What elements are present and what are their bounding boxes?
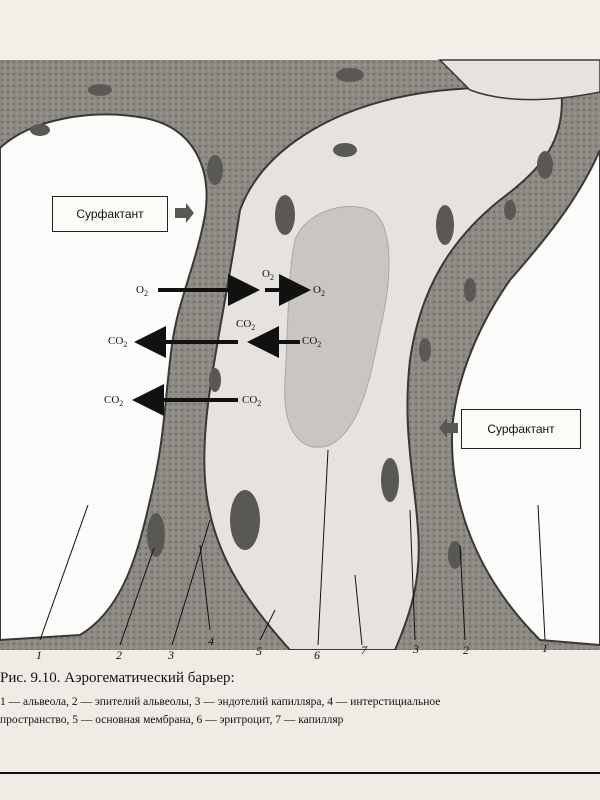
gas-label-o2-left: O2 — [136, 284, 148, 299]
alveolus-right — [450, 149, 600, 647]
gas-label-co2-right-1: CO2 — [302, 335, 322, 350]
label-1-left: 1 — [36, 648, 42, 662]
label-1-right: 1 — [542, 641, 548, 655]
gas-label-o2-mid: O2 — [262, 268, 274, 283]
label-4: 4 — [208, 634, 214, 648]
bottom-rule — [0, 772, 600, 774]
figure-caption-title: Рис. 9.10. Аэрогематический барьер: — [0, 670, 235, 686]
label-5: 5 — [256, 644, 262, 658]
gas-label-co2-left-2: CO2 — [104, 394, 124, 409]
erythrocyte — [284, 206, 390, 448]
gas-arrows — [132, 274, 311, 416]
surfactant-label-left: Сурфактант — [52, 196, 168, 232]
alveolus-left — [0, 113, 208, 642]
label-2-right: 2 — [463, 643, 469, 657]
gas-label-co2-top: CO2 — [236, 318, 256, 333]
gas-label-co2-left-1: CO2 — [108, 335, 128, 350]
label-3-right: 3 — [413, 642, 419, 656]
leader-lines — [39, 449, 546, 646]
surfactant-arrows — [175, 203, 458, 438]
figure-caption-line-1: 1 — альвеола, 2 — эпителий альвеолы, 3 —… — [0, 696, 441, 708]
gas-label-o2-right: O2 — [313, 284, 325, 299]
figure-caption-line-2: пространство, 5 — основная мембрана, 6 —… — [0, 714, 344, 726]
gas-label-co2-right-2: CO2 — [242, 394, 262, 409]
label-7: 7 — [361, 643, 367, 657]
label-2-left: 2 — [116, 648, 122, 662]
surfactant-label-right: Сурфактант — [461, 409, 581, 449]
label-6: 6 — [314, 648, 320, 662]
cell-nuclei — [30, 68, 553, 569]
label-3-left: 3 — [168, 648, 174, 662]
